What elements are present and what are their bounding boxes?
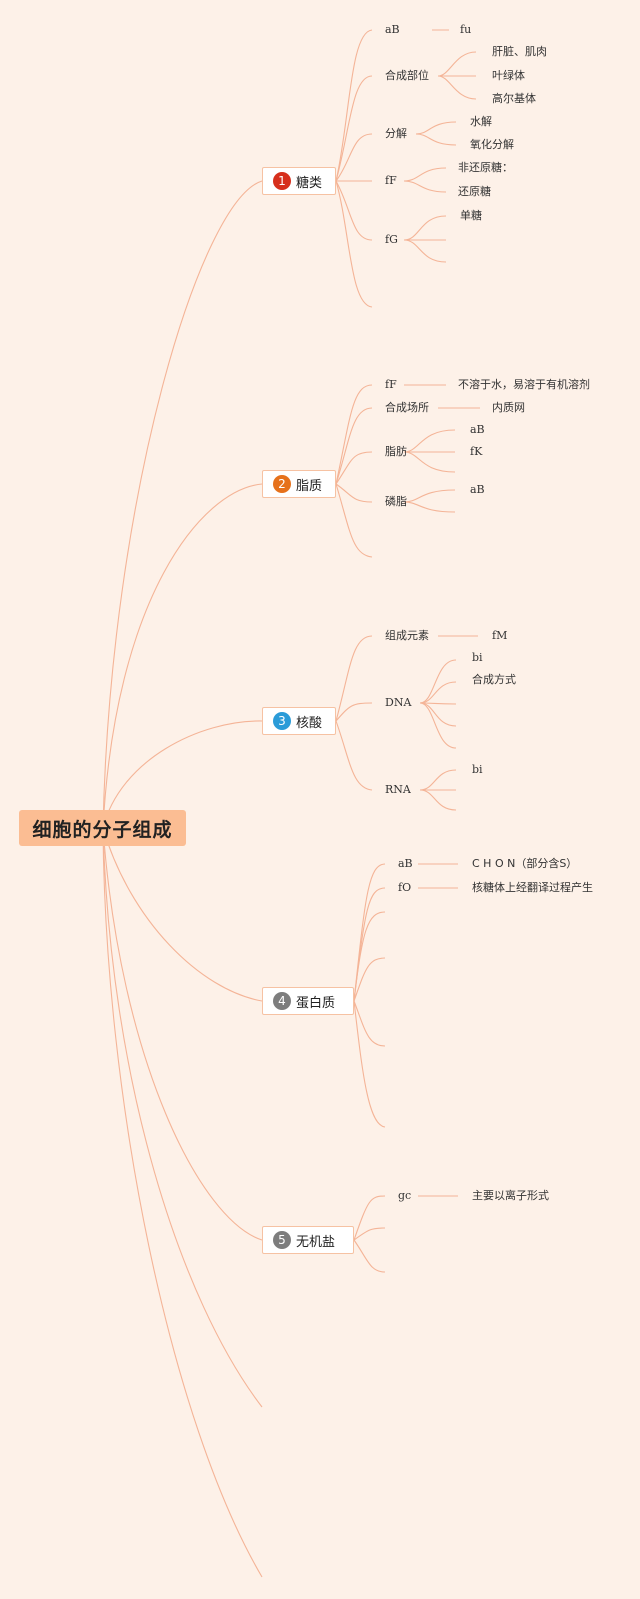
nucleic-dna-item[interactable]: bi: [472, 651, 483, 664]
branch-number-badge: 1: [273, 172, 291, 190]
root-branch-connector: [102, 827, 263, 1241]
protein-ab-value[interactable]: C H O N（部分含S）: [472, 857, 578, 870]
sugar-site-item[interactable]: 叶绿体: [492, 69, 525, 82]
lipid-site-value[interactable]: 内质网: [492, 401, 525, 414]
branch-protein[interactable]: 4 蛋白质: [262, 987, 354, 1015]
branch-label: 无机盐: [296, 1234, 336, 1250]
sugar-decomp-item[interactable]: 水解: [470, 115, 492, 128]
sugar-fg-item[interactable]: 单糖: [460, 209, 482, 222]
root-branch-connector: [102, 827, 263, 1002]
branch-label: 核酸: [296, 715, 323, 731]
lipid-fat[interactable]: 脂肪: [385, 445, 407, 458]
child-connector: [335, 133, 373, 182]
nucleic-elements-value[interactable]: fM: [492, 629, 508, 642]
branch-number-badge: 5: [273, 1231, 291, 1249]
lipid-site[interactable]: 合成场所: [385, 401, 429, 414]
lipid-ff[interactable]: fF: [385, 378, 397, 391]
branch-nucleic-acid[interactable]: 3 核酸: [262, 707, 336, 735]
branch-number-badge: 2: [273, 475, 291, 493]
child-connector: [335, 180, 373, 308]
branch-sugar[interactable]: 1 糖类: [262, 167, 336, 195]
sugar-fg[interactable]: fG: [385, 233, 398, 246]
lipid-phospho[interactable]: 磷脂: [385, 495, 407, 508]
sugar-decomp-item[interactable]: 氧化分解: [470, 138, 514, 151]
root-branch-connector: [102, 827, 263, 1408]
root-branch-connector: [102, 720, 263, 829]
sugar-decomp[interactable]: 分解: [385, 127, 407, 140]
branch-label: 糖类: [296, 175, 323, 191]
protein-fo[interactable]: fO: [398, 881, 412, 894]
sugar-site-item[interactable]: 高尔基体: [492, 92, 536, 105]
child-connector: [335, 180, 373, 241]
branch-number-badge: 3: [273, 712, 291, 730]
lipid-fat-item[interactable]: aB: [470, 423, 485, 436]
protein-ab[interactable]: aB: [398, 857, 413, 870]
salt-gc-value[interactable]: 主要以离子形式: [472, 1189, 549, 1202]
sugar-site-item[interactable]: 肝脏、肌肉: [492, 45, 547, 58]
branch-lipid[interactable]: 2 脂质: [262, 470, 336, 498]
sugar-site[interactable]: 合成部位: [385, 69, 429, 82]
nucleic-elements[interactable]: 组成元素: [385, 629, 429, 642]
sugar-ff-item[interactable]: 还原糖: [458, 185, 491, 198]
lipid-ff-value[interactable]: 不溶于水，易溶于有机溶剂: [458, 378, 590, 391]
root-branch-connector: [102, 483, 263, 829]
sugar-ff-item[interactable]: 非还原糖：: [458, 161, 513, 174]
sugar-fu[interactable]: fu: [460, 23, 472, 36]
sugar-ff[interactable]: fF: [385, 174, 397, 187]
branch-number-badge: 4: [273, 992, 291, 1010]
root-branch-connector: [102, 827, 263, 1578]
lipid-phospho-item[interactable]: aB: [470, 483, 485, 496]
branch-label: 脂质: [296, 478, 323, 494]
nucleic-dna-item[interactable]: 合成方式: [472, 673, 516, 686]
salt-gc[interactable]: gc: [398, 1189, 412, 1202]
nucleic-dna[interactable]: DNA: [385, 696, 412, 709]
branch-inorganic-salt[interactable]: 5 无机盐: [262, 1226, 354, 1254]
child-connector: [335, 75, 373, 182]
root-node[interactable]: 细胞的分子组成: [19, 810, 186, 846]
sugar-ab[interactable]: aB: [385, 23, 400, 36]
lipid-fat-item[interactable]: fK: [470, 445, 483, 458]
branch-label: 蛋白质: [296, 995, 336, 1011]
root-branch-connector: [102, 180, 263, 829]
nucleic-rna[interactable]: RNA: [385, 783, 411, 796]
child-connector: [335, 29, 373, 182]
protein-fo-value[interactable]: 核糖体上经翻译过程产生: [472, 881, 593, 894]
nucleic-rna-item[interactable]: bi: [472, 763, 483, 776]
